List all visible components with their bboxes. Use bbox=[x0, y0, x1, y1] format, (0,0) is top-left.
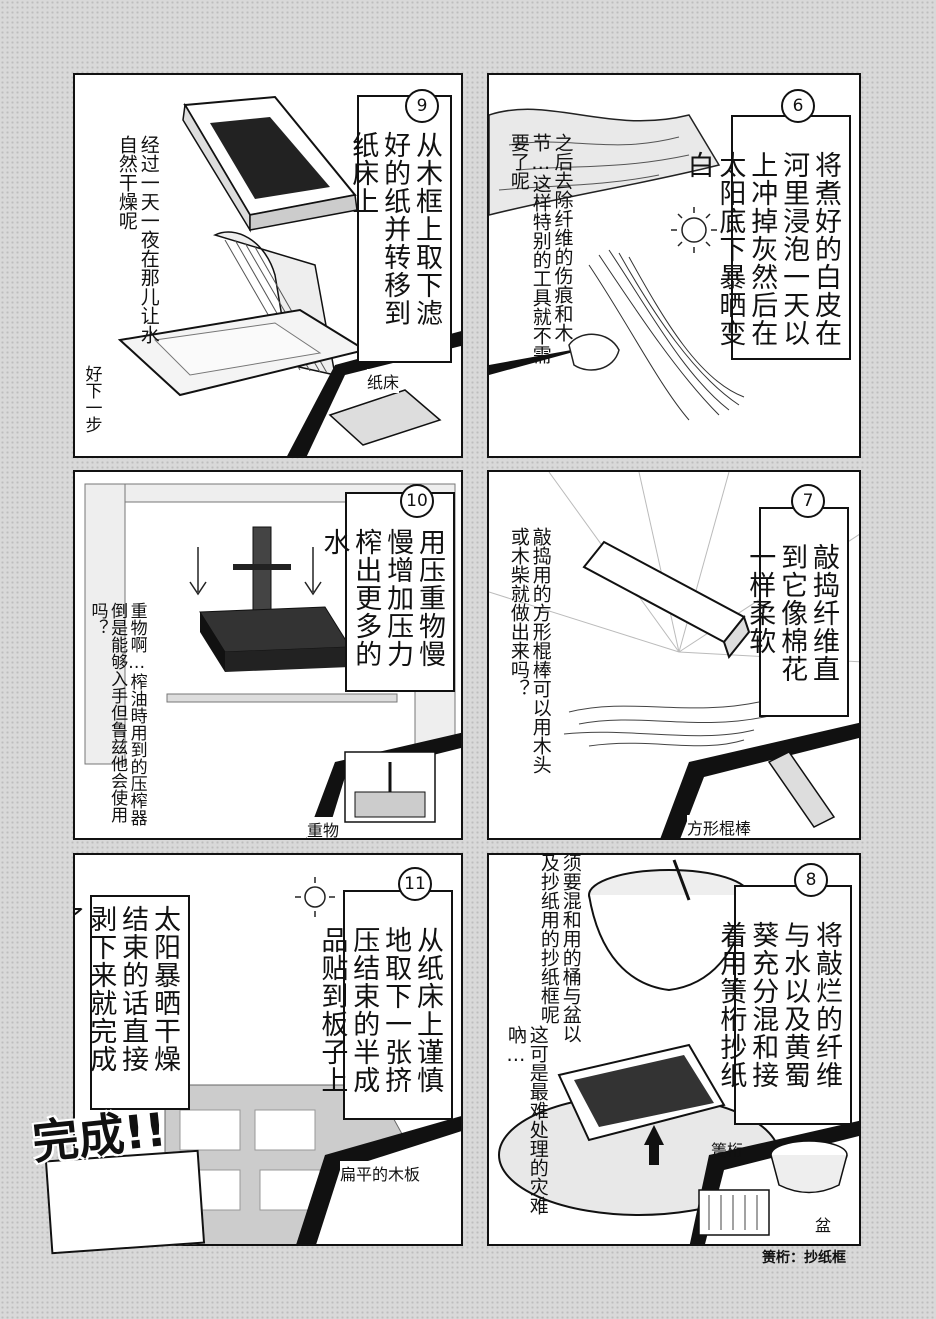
panel-10-caption-text: 用压重物慢慢增加压力榨出更多的水 bbox=[318, 528, 445, 668]
panel-6-illustration bbox=[489, 108, 745, 456]
panel-11-second-caption-box: 太阳暴晒干燥结束的话直接剥下来就完成了 bbox=[75, 895, 190, 1110]
panel-8-caption-text: 将敲烂的纤维与水以及黄蜀葵充分混和接着用箦桁抄纸 bbox=[715, 921, 842, 1089]
panel-11-label-flat-board: 扁平的木板 bbox=[340, 1161, 421, 1185]
panel-7-caption-box: 敲捣纤维直到它像棉花一样柔软 bbox=[744, 507, 849, 717]
panel-9-label-paper-bed: 纸床 bbox=[367, 369, 400, 393]
panel-7: 敲捣纤维直到它像棉花一样柔软 7 敲捣用的方形棍棒可以用木头或木柴就做出来吗？ … bbox=[487, 470, 861, 840]
panel-7-label-square-club: 方形棍棒 bbox=[687, 815, 752, 838]
panel-10-label-weight: 重物 bbox=[307, 817, 340, 838]
panel-8-label-bowl: 盆 bbox=[815, 1216, 832, 1235]
panel-6: 将煮好的白皮在河里浸泡一天以上冲掉灰然后在太阳底下暴晒变白 6 之后去除纤维的伤… bbox=[487, 73, 861, 458]
panel-11-caption-box: 从纸床上谨慎地取下一张挤压结束的半成品贴到板子上 bbox=[316, 890, 453, 1120]
panel-10-step-number: 10 bbox=[400, 484, 434, 518]
panel-8-label-sketa: 箦桁 bbox=[711, 1141, 744, 1160]
panel-6-caption-box: 将煮好的白皮在河里浸泡一天以上冲掉灰然后在太阳底下暴晒变白 bbox=[683, 115, 851, 360]
panel-10-note: 重物啊…榨油時用到的压榨器倒是能够入手但鲁兹他会使用吗？ bbox=[87, 602, 147, 826]
panel-9: 从木框上取下滤好的纸并转移到纸床上 9 经过一天一夜在那儿让水自然干燥呢 好下一… bbox=[73, 73, 463, 458]
panel-8-second-note: 这可是最难处理的灾难吶… bbox=[504, 1025, 549, 1215]
panel-8-note: 须要混和用的桶与盆以及抄纸用的抄纸框呢 bbox=[537, 853, 582, 1043]
panel-11-second-caption-text: 太阳暴晒干燥结束的话直接剥下来就完成了 bbox=[75, 905, 180, 1073]
panel-9-step-number: 9 bbox=[405, 89, 439, 123]
panel-10: 用压重物慢慢增加压力榨出更多的水 10 重物啊…榨油時用到的压榨器倒是能够入手但… bbox=[73, 470, 463, 840]
panel-7-step-number: 7 bbox=[791, 484, 825, 518]
done-exclamation: 完成!! bbox=[29, 1102, 169, 1170]
panel-9-caption-box: 从木框上取下滤好的纸并转移到纸床上 bbox=[347, 95, 452, 363]
panel-6-step-number: 6 bbox=[781, 89, 815, 123]
panel-8-caption-box: 将敲烂的纤维与水以及黄蜀葵充分混和接着用箦桁抄纸 bbox=[715, 885, 852, 1125]
panel-9-caption-text: 从木框上取下滤好的纸并转移到纸床上 bbox=[347, 131, 442, 327]
footer-note: 箦桁：抄纸框 bbox=[762, 1250, 846, 1266]
panel-11-step-number: 11 bbox=[398, 867, 432, 901]
panel-8: 将敲烂的纤维与水以及黄蜀葵充分混和接着用箦桁抄纸 8 须要混和用的桶与盆以及抄纸… bbox=[487, 853, 861, 1246]
panel-11-caption-text: 从纸床上谨慎地取下一张挤压结束的半成品贴到板子上 bbox=[316, 926, 443, 1094]
panel-9-note: 经过一天一夜在那儿让水自然干燥呢 bbox=[115, 135, 160, 344]
panel-6-caption-text: 将煮好的白皮在河里浸泡一天以上冲掉灰然后在太阳底下暴晒变白 bbox=[682, 151, 841, 347]
panel-7-caption-text: 敲捣纤维直到它像棉花一样柔软 bbox=[744, 543, 839, 683]
panel-8-step-number: 8 bbox=[794, 863, 828, 897]
panel-10-caption-box: 用压重物慢慢增加压力榨出更多的水 bbox=[318, 492, 455, 692]
panel-7-note: 敲捣用的方形棍棒可以用木头或木柴就做出来吗？ bbox=[507, 527, 552, 774]
panel-8-illustration bbox=[498, 859, 859, 1244]
panel-6-note: 之后去除纤维的伤痕和木节…这样特别的工具就不需要了呢 bbox=[507, 133, 574, 364]
panel-7-illustration bbox=[489, 472, 859, 838]
panel-9-side-text: 好下一步 bbox=[81, 365, 102, 433]
panel-9-illustration bbox=[117, 95, 461, 456]
